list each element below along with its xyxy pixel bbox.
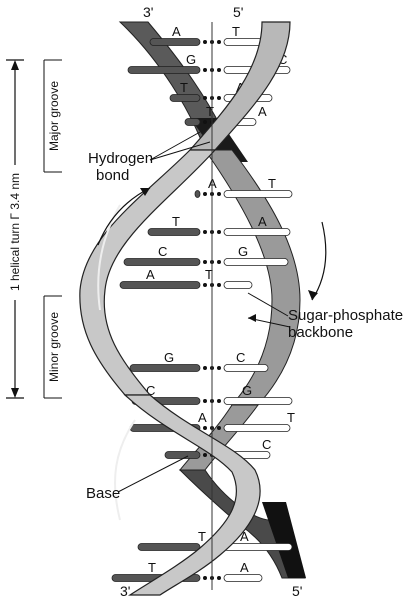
- base-bar-right: [224, 39, 262, 46]
- hydrogen-bond-dot: [203, 399, 207, 403]
- hydrogen-bond-dot: [217, 96, 221, 100]
- major-groove-label: Major groove: [47, 81, 61, 151]
- base-letter-right: G: [242, 383, 252, 398]
- base-letter-left: A: [172, 24, 181, 39]
- base-letter-left: G: [164, 350, 174, 365]
- base-bar-right: [224, 425, 290, 432]
- strand-end-bottom-left: 3': [120, 583, 130, 599]
- helical-turn-arrow-up: [11, 60, 19, 70]
- hydrogen-bond-dot: [217, 40, 221, 44]
- base-bar-right: [224, 259, 288, 266]
- base-bar-right: [224, 191, 292, 198]
- backbone-pointer-2-head: [248, 314, 256, 322]
- base-bar-left: [148, 229, 200, 236]
- hydrogen-bond-dot: [217, 260, 221, 264]
- hydrogen-bond-dot: [203, 283, 207, 287]
- base-letter-left: T: [198, 529, 206, 544]
- base-bar-left: [138, 544, 200, 551]
- strand-end-top-left: 3': [143, 4, 153, 20]
- hydrogen-bond-dot: [203, 453, 207, 457]
- hydrogen-bond-dot: [203, 192, 207, 196]
- hydrogen-bond-dot: [203, 40, 207, 44]
- base-letter-left: G: [186, 52, 196, 67]
- strand-end-bottom-right: 5': [292, 583, 302, 599]
- hydrogen-bond-dot: [217, 283, 221, 287]
- hydrogen-bond-dot: [203, 230, 207, 234]
- base-letter-right: G: [238, 244, 248, 259]
- base-letter-right: C: [236, 350, 245, 365]
- hydrogen-bond-dot: [203, 576, 207, 580]
- base-bar-left: [150, 39, 200, 46]
- hydrogen-bond-dot: [217, 426, 221, 430]
- hydrogen-bond-dot: [217, 576, 221, 580]
- base-bar-left: [185, 119, 200, 126]
- base-bar-left: [128, 67, 200, 74]
- hydrogen-bond-dot: [217, 230, 221, 234]
- base-bar-left: [165, 452, 200, 459]
- base-bar-right: [224, 365, 268, 372]
- rotation-arrow-right: [312, 222, 326, 300]
- helical-turn-label: 1 helical turn Γ 3.4 nm: [8, 173, 22, 291]
- strand-end-top-right: 5': [233, 4, 243, 20]
- base-letter-right: T: [232, 24, 240, 39]
- base-bar-left: [195, 191, 200, 198]
- base-pointer: [118, 456, 188, 492]
- base-bar-right: [224, 229, 290, 236]
- front-strand-left-highlight-2: [115, 420, 135, 520]
- helical-turn-arrow-down: [11, 388, 19, 398]
- base-letter-right: A: [258, 104, 267, 119]
- base-letter-left: C: [158, 244, 167, 259]
- base-letter-right: T: [268, 176, 276, 191]
- hydrogen-bond-dot: [203, 96, 207, 100]
- base-bar-right: [224, 544, 292, 551]
- base-letter-left: T: [148, 560, 156, 575]
- hydrogen-bond-dot: [217, 68, 221, 72]
- base-bar-right: [224, 575, 262, 582]
- hydrogen-bond-dot: [217, 399, 221, 403]
- hydrogen-bond-dot: [203, 426, 207, 430]
- minor-groove-label: Minor groove: [47, 312, 61, 382]
- hydrogen-bond-dot: [203, 366, 207, 370]
- base-bar-left: [170, 95, 200, 102]
- base-letter-right: T: [287, 410, 295, 425]
- backbone-label-line2: backbone: [288, 324, 353, 341]
- base-letter-left: A: [198, 410, 207, 425]
- hydrogen-bond-dot: [203, 68, 207, 72]
- base-bar-right: [224, 282, 252, 289]
- hydrogen-bond-label-line1: Hydrogen: [88, 150, 153, 167]
- base-letter-left: A: [146, 267, 155, 282]
- hydrogen-bond-dot: [217, 366, 221, 370]
- base-letter-right: A: [258, 214, 267, 229]
- hydrogen-bond-dot: [203, 260, 207, 264]
- base-letter-left: T: [206, 104, 214, 119]
- base-letter-left: T: [180, 80, 188, 95]
- base-bar-right: [224, 398, 292, 405]
- base-letter-right: A: [240, 560, 249, 575]
- base-letter-left: T: [172, 214, 180, 229]
- base-bar-left: [130, 365, 200, 372]
- backbone-label-line1: Sugar-phosphate: [288, 307, 403, 324]
- base-bar-left: [120, 282, 200, 289]
- hydrogen-bond-dot: [217, 192, 221, 196]
- base-label: Base: [86, 485, 120, 502]
- hydrogen-bond-label-line2: bond: [96, 167, 129, 184]
- hydrogen-bond-dot: [203, 120, 207, 124]
- base-letter-right: C: [262, 437, 271, 452]
- base-bar-left: [124, 259, 200, 266]
